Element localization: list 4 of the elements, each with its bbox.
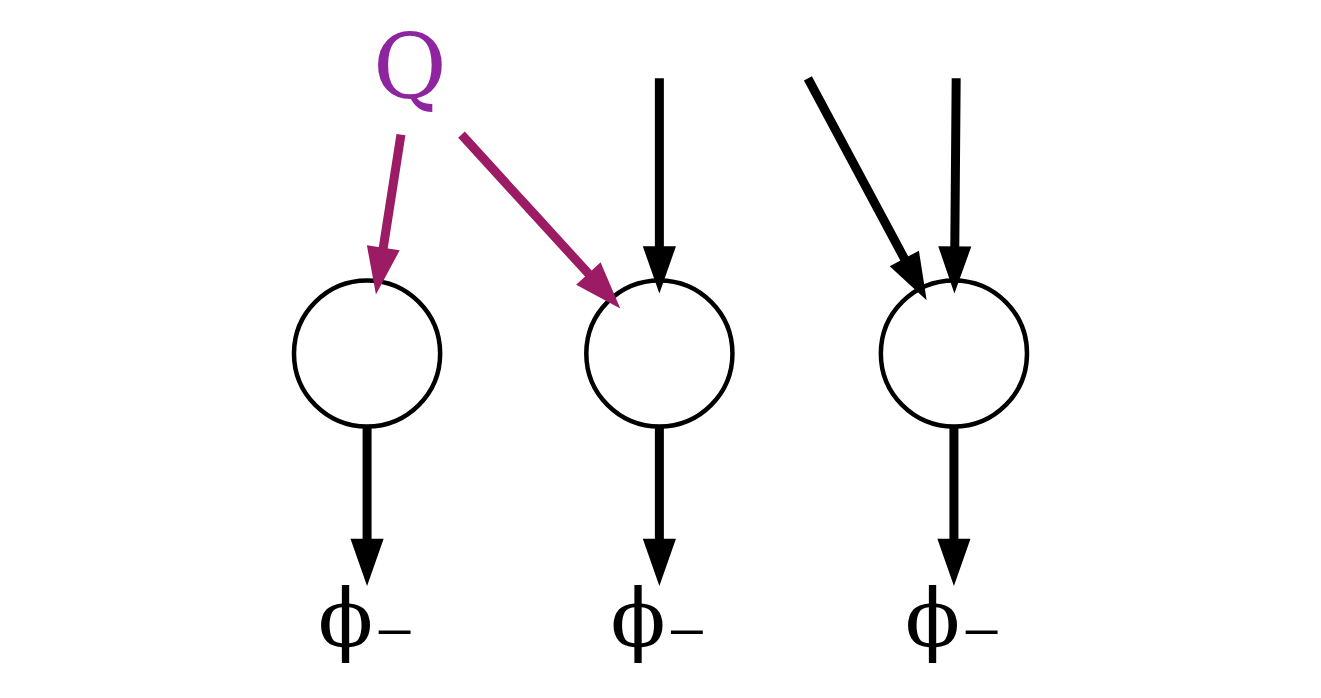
node-text: Q xyxy=(372,15,447,120)
node-text: ϕ₋ xyxy=(904,571,1003,666)
node-text: ϕ₋ xyxy=(610,571,709,666)
node-text: ϕ₋ xyxy=(318,571,417,666)
